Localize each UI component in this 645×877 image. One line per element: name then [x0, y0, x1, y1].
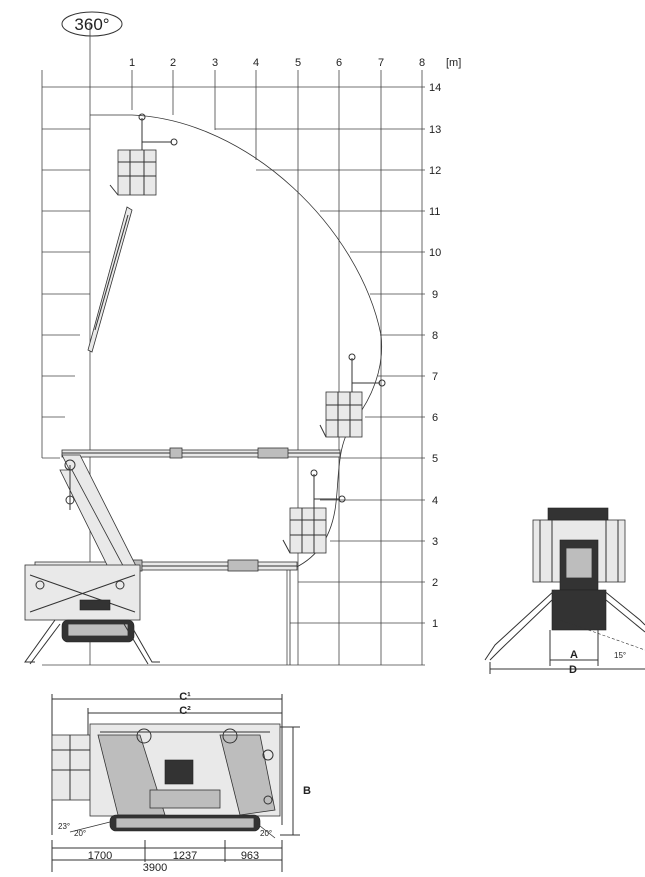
y-tick-label: 7	[432, 371, 438, 383]
angle-right-label: 20°	[260, 829, 272, 838]
front-view-lift: A D 15°	[484, 507, 645, 676]
raised-jib-arm	[87, 113, 178, 353]
y-tick-label: 3	[432, 536, 438, 548]
dim-seg-2: 1237	[173, 850, 197, 862]
dim-seg-3: 963	[241, 850, 259, 862]
x-tick-label: 5	[295, 57, 301, 69]
y-tick-label: 14	[429, 82, 441, 94]
angle-left-inner-label: 20°	[74, 829, 86, 838]
x-axis-labels: 1 2 3 4 5 6 7 8 [m]	[129, 57, 461, 69]
y-tick-label: 1	[432, 618, 438, 630]
angle-left-outer-label: 23°	[58, 822, 70, 831]
y-tick-label: 2	[432, 577, 438, 589]
x-tick-label: 3	[212, 57, 218, 69]
front-angle-label: 15°	[614, 651, 626, 660]
dim-c1-label: C¹	[179, 691, 191, 703]
rotation-badge: 360°	[61, 11, 123, 37]
dim-total: 3900	[143, 862, 167, 872]
y-tick-label: 5	[432, 453, 438, 465]
x-tick-label: 4	[253, 57, 259, 69]
dim-c2-label: C²	[179, 705, 191, 717]
y-tick-label: 13	[429, 124, 441, 136]
x-tick-label: 8	[419, 57, 425, 69]
y-tick-label: 10	[429, 247, 441, 259]
x-tick-label: 6	[336, 57, 342, 69]
unit-label: [m]	[446, 57, 461, 69]
rotation-badge-label: 360°	[74, 15, 109, 34]
x-tick-label: 1	[129, 57, 135, 69]
knuckle-arms	[59, 454, 139, 576]
dim-b-label: B	[303, 785, 311, 797]
upper-boom	[61, 353, 386, 459]
y-tick-label: 8	[432, 330, 438, 342]
dim-seg-1: 1700	[88, 850, 112, 862]
dim-a-label: A	[570, 649, 578, 661]
x-tick-label: 7	[378, 57, 384, 69]
working-range-grid	[41, 24, 425, 666]
side-view-lift	[24, 113, 386, 665]
side-chassis	[24, 564, 160, 665]
working-envelope-curve	[90, 114, 383, 665]
dim-d-label: D	[569, 664, 577, 676]
y-axis-labels: 1 2 3 4 5 6 7 8 9 10 11 12 13 14	[429, 82, 441, 630]
y-tick-label: 6	[432, 412, 438, 424]
transport-view: C¹ C² B 23° 20° 20°	[51, 691, 311, 874]
y-tick-label: 4	[432, 495, 438, 507]
x-tick-label: 2	[170, 57, 176, 69]
y-tick-label: 9	[432, 289, 438, 301]
y-tick-label: 11	[429, 206, 440, 218]
y-tick-label: 12	[429, 165, 441, 177]
